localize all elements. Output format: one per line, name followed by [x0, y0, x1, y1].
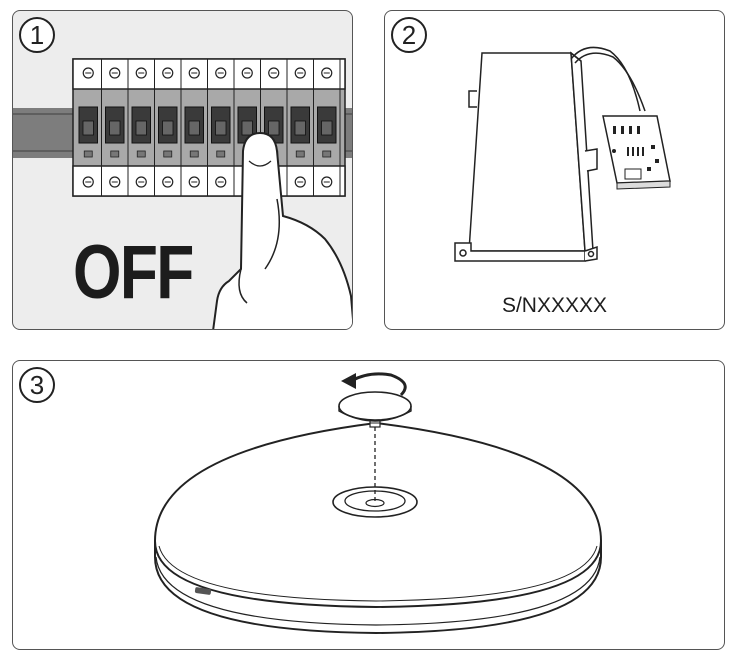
- light-fixture-illustration: [153, 372, 603, 635]
- breaker-unit: [290, 59, 314, 196]
- breaker-unit: [78, 59, 102, 196]
- serial-number-label: S/NXXXXX: [501, 294, 608, 317]
- step-3-number: 3: [29, 369, 45, 400]
- circuit-board-icon: [602, 115, 671, 190]
- off-label: OFF: [73, 230, 194, 315]
- step-1-panel: 1 OFF: [12, 10, 353, 330]
- breaker-unit: [211, 59, 235, 196]
- step-3-badge: 3: [19, 367, 55, 403]
- step-1-badge: 1: [19, 17, 55, 53]
- driver-box-icon: [454, 51, 598, 262]
- driver-illustration: [454, 46, 671, 262]
- step-2-panel: 2: [384, 10, 725, 330]
- circuit-breaker-icon: [72, 58, 346, 197]
- screw-cap-icon: [338, 391, 412, 428]
- step-3-panel: 3: [12, 360, 725, 650]
- step-1-number: 1: [29, 19, 45, 50]
- circuit-breaker-illustration: [13, 58, 352, 329]
- step-2-number: 2: [401, 19, 417, 50]
- breaker-unit: [105, 59, 129, 196]
- step-2-badge: 2: [391, 17, 427, 53]
- breaker-unit: [184, 59, 208, 196]
- breaker-unit: [131, 59, 155, 196]
- rotate-arrow-icon: [341, 372, 407, 397]
- breaker-unit: [317, 59, 341, 196]
- ceiling-light-icon: [153, 421, 603, 635]
- hand-pointer-icon: [212, 131, 352, 329]
- breaker-unit: [158, 59, 182, 196]
